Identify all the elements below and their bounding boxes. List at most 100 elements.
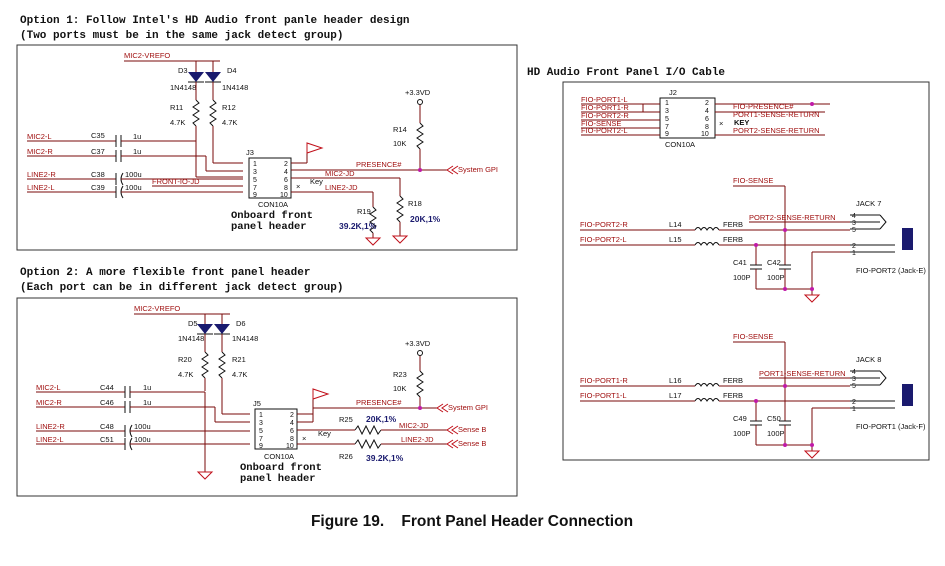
option2-conn-ref: J5 — [253, 399, 261, 408]
option1-cap3-value: 100u — [125, 170, 142, 179]
option1-board-line2: panel header — [231, 221, 307, 233]
option2-rb-value: 39.2K,1% — [366, 453, 404, 463]
option2-cap2-label: C46 — [100, 398, 114, 407]
option2-title: Option 2: A more flexible front panel he… — [20, 267, 310, 279]
option2-res-a-value: 4.7K — [178, 370, 193, 379]
svg-text:3: 3 — [852, 376, 856, 383]
option2-rb-label: R26 — [339, 452, 353, 461]
cable-net-right-1: PORT1-SENSE-RETURN — [733, 110, 820, 119]
option1-cap3-label: C38 — [91, 170, 105, 179]
jack8-ind-l: L17 — [669, 391, 682, 400]
option1-res-b-value: 4.7K — [222, 118, 237, 127]
jack7-name: JACK 7 — [856, 199, 881, 208]
option1-cap1-label: C35 — [91, 131, 105, 140]
diode-d4-icon — [205, 72, 221, 82]
jack8-name: JACK 8 — [856, 355, 881, 364]
option2-cap2-value: 1u — [143, 398, 151, 407]
svg-text:5: 5 — [852, 227, 856, 234]
option1-ra-label: R19 — [357, 207, 371, 216]
ground-icon — [803, 294, 821, 303]
jack7-ferb-r: FERB — [723, 220, 743, 229]
resistor-r20-icon — [201, 351, 209, 379]
cable-net-left-3: FIO-SENSE — [581, 119, 621, 128]
option1-line-r-label: LINE2-R — [27, 170, 56, 179]
jack8-circuit: FIO-SENSE PORT1-SENSE-RETURN JACK 8 4352… — [580, 332, 926, 459]
option1-conn-part: CON10A — [258, 200, 288, 209]
diode-d6-icon — [214, 324, 230, 334]
resistor-r11-icon — [192, 99, 200, 127]
resistor-r25-icon — [354, 424, 382, 436]
resistor-r19-icon — [369, 206, 377, 234]
option2-subtitle: (Each port can be in different jack dete… — [20, 282, 343, 294]
svg-text:6: 6 — [284, 177, 288, 184]
option1-line-jd-label: LINE2-JD — [325, 183, 358, 192]
option1-title: Option 1: Follow Intel's HD Audio front … — [20, 15, 409, 27]
cable-conn-ref: J2 — [669, 88, 677, 97]
option1-rpull-label: R14 — [393, 125, 407, 134]
svg-text:9: 9 — [259, 443, 263, 450]
resistor-r12-icon — [209, 99, 217, 127]
svg-text:2: 2 — [284, 161, 288, 168]
option2-cap4-value: 100u — [134, 435, 151, 444]
option1-mic-jd-label: MIC2-JD — [325, 169, 355, 178]
option2-diode-a-label: D5 — [188, 319, 198, 328]
svg-text:10: 10 — [286, 443, 294, 450]
jack7-cap-val-b: 100P — [767, 273, 785, 282]
jack8-ferb-l: FERB — [723, 391, 743, 400]
svg-text:1: 1 — [852, 250, 856, 257]
option2-conn-part: CON10A — [264, 452, 294, 461]
option2-line-l-label: LINE2-L — [36, 435, 64, 444]
svg-text:10: 10 — [701, 131, 709, 138]
jack8-body-icon — [902, 384, 913, 406]
ground-icon — [196, 471, 214, 480]
option1-ra-value: 39.2K,1% — [339, 221, 377, 231]
jack7-circuit: FIO-SENSE PORT2-SENSE-RETURN JACK 7 4352… — [580, 176, 926, 303]
cable-title: HD Audio Front Panel I/O Cable — [527, 67, 725, 79]
option2-diode-part-a: 1N4148 — [178, 334, 204, 343]
svg-text:4: 4 — [852, 369, 856, 376]
jack7-cap-val-a: 100P — [733, 273, 751, 282]
option1-res-a-value: 4.7K — [170, 118, 185, 127]
resistor-r26-icon — [354, 438, 382, 450]
svg-text:5: 5 — [852, 383, 856, 390]
option2-res-a-label: R20 — [178, 355, 192, 364]
svg-text:2: 2 — [852, 243, 856, 250]
ground-icon — [364, 237, 382, 246]
cable-net-left-1: FIO-PORT1-R — [581, 103, 629, 112]
resistor-r18-icon — [396, 195, 404, 223]
option1-front-io-jd-label: FRONT-IO-JD — [152, 177, 200, 186]
option2-mic-jd-label: MIC2-JD — [399, 421, 429, 430]
svg-text:3: 3 — [852, 220, 856, 227]
svg-text:4: 4 — [290, 420, 294, 427]
option1-supply: +3.3VD — [405, 88, 431, 97]
option2-line-jd-label: LINE2-JD — [401, 435, 434, 444]
option2-mic-r-label: MIC2-R — [36, 398, 62, 407]
option1-cap1-value: 1u — [133, 132, 141, 141]
option1-circuit: Option 1: Follow Intel's HD Audio front … — [16, 15, 518, 251]
option2-res-b-label: R21 — [232, 355, 246, 364]
jack8-cap-val-b: 100P — [767, 429, 785, 438]
svg-text:2: 2 — [290, 412, 294, 419]
svg-text:6: 6 — [705, 116, 709, 123]
resistor-r23-icon — [416, 370, 424, 398]
option2-key-label: Key — [318, 429, 331, 438]
option2-cap3-label: C48 — [100, 422, 114, 431]
svg-text:×: × — [719, 119, 723, 128]
option2-sense-b-2: Sense B — [458, 439, 486, 448]
option2-rpull-value: 10K — [393, 384, 406, 393]
jack8-label: FIO-PORT1 (Jack-F) — [856, 422, 926, 431]
svg-text:8: 8 — [705, 124, 709, 131]
option1-rb-label: R18 — [408, 199, 422, 208]
option2-system-gpi: System GPI — [448, 403, 488, 412]
cable-net-right-0: FIO-PRESENCE# — [733, 102, 794, 111]
svg-text:1: 1 — [852, 406, 856, 413]
option1-diode-b-label: D4 — [227, 66, 237, 75]
jack7-cap-a: C41 — [733, 258, 747, 267]
jack8-ind-r: L16 — [669, 376, 682, 385]
option1-mic-vrefo-label: MIC2-VREFO — [124, 51, 170, 60]
jack7-cap-b: C42 — [767, 258, 781, 267]
jack7-body-icon — [902, 228, 913, 250]
svg-text:6: 6 — [290, 428, 294, 435]
option1-diode-part-b: 1N4148 — [222, 83, 248, 92]
